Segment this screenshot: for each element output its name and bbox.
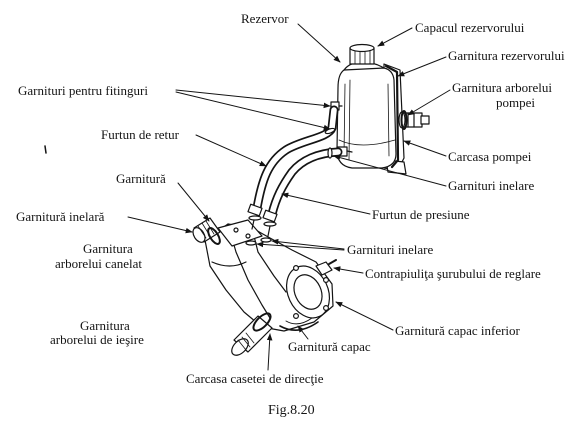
leader-garnitura-rezervorului xyxy=(397,56,447,77)
leader-garnitura-capac-inferior xyxy=(335,301,394,331)
output-shaft-seal xyxy=(252,312,272,332)
output-shaft xyxy=(231,315,273,356)
label-garnitura-arborelui-canelat-line2: arborelui canelat xyxy=(55,256,142,271)
leader-capacul-rezervorului xyxy=(377,27,413,47)
steering-gear-box xyxy=(192,203,337,356)
housing-rib-2 xyxy=(251,227,287,293)
label-furtun-de-presiune: Furtun de presiune xyxy=(372,207,470,222)
leader-garnituri-fitinguri-a xyxy=(175,89,331,109)
input-shaft-ring-seal xyxy=(207,227,221,245)
label-garnituri-inelare-caseta: Garnituri inelare xyxy=(347,242,434,257)
label-garnitura-rezervorului: Garnitura rezervorului xyxy=(448,48,565,63)
label-garnitura-arborelui-canelat-line1: Garnitura xyxy=(83,241,133,256)
label-carcasa-pompei: Carcasa pompei xyxy=(448,149,532,164)
label-garnitura-arborelui-de-iesire-line1: Garnitura xyxy=(80,318,130,333)
label-garnitura-arborelui-de-iesire-line2: arborelui de ieşire xyxy=(50,332,144,347)
label-garnituri-inelare-pompa: Garnituri inelare xyxy=(448,178,535,193)
box-hose-fittings xyxy=(247,203,278,237)
return-hose-core xyxy=(254,107,337,211)
adjusting-screw-locknut xyxy=(315,259,337,276)
label-garnitura-inelara: Garnitură inelară xyxy=(16,209,105,224)
return-hose-outline xyxy=(252,105,339,213)
bottom-cover-gasket xyxy=(285,317,313,325)
leader-garnituri-inelare-caseta-a xyxy=(271,238,345,250)
label-garnitura-arborelui-pompei-line2: pompei xyxy=(496,95,535,110)
leader-garnituri-fitinguri-b xyxy=(175,91,331,131)
leader-carcasa-pompei xyxy=(403,140,447,157)
label-carcasa-casetei-de-directie: Carcasa casetei de direcţie xyxy=(186,371,324,386)
leader-garnituri-inelare-pompa xyxy=(333,154,447,187)
pressure-hose xyxy=(267,147,343,219)
leader-contrapiulita xyxy=(333,266,364,274)
pressure-hose-core xyxy=(269,149,341,217)
box-ring-seals xyxy=(245,237,272,246)
housing-rib-3 xyxy=(211,261,247,267)
leader-lines xyxy=(127,23,451,371)
leader-garnitura xyxy=(177,182,210,222)
return-hose xyxy=(252,105,339,213)
reservoir-gasket xyxy=(384,64,400,169)
label-garnitura-arborelui-pompei-line1: Garnitura arborelui xyxy=(452,80,552,95)
leader-carcasa-casetei xyxy=(266,333,273,371)
leader-garnitura-inelara xyxy=(127,216,193,234)
leader-garnitura-capac xyxy=(297,325,309,340)
hose-ring-seals-top xyxy=(324,127,336,159)
side-cover xyxy=(285,265,331,320)
leader-furtun-de-presiune xyxy=(281,192,371,215)
valve-body-bolts xyxy=(233,227,251,239)
label-garnitura-capac: Garnitură capac xyxy=(288,339,371,354)
label-furtun-de-retur: Furtun de retur xyxy=(101,127,179,142)
label-capacul-rezervorului: Capacul rezervorului xyxy=(415,20,525,35)
figure-caption: Fig.8.20 xyxy=(268,403,315,418)
label-garnitura: Garnitură xyxy=(116,171,166,186)
label-contrapiulita: Contrapiuliţa şurubului de reglare xyxy=(365,266,541,281)
valve-body xyxy=(217,219,263,247)
reservoir-cap xyxy=(349,43,375,65)
label-garnituri-pentru-fitinguri: Garnituri pentru fitinguri xyxy=(18,83,148,98)
scan-mark xyxy=(44,145,47,154)
leader-garnituri-inelare-caseta-b xyxy=(256,241,345,251)
label-rezervor: Rezervor xyxy=(241,11,289,26)
reservoir-shading xyxy=(338,79,396,161)
leader-garnitura-arborelui-pompei xyxy=(407,89,451,116)
pump-shaft-seal xyxy=(400,110,408,130)
pump-shaft xyxy=(398,111,430,129)
pump-reservoir-assembly xyxy=(330,43,430,175)
leader-furtun-de-retur xyxy=(195,134,267,167)
leader-rezervor xyxy=(297,23,341,63)
label-garnitura-capac-inferior: Garnitură capac inferior xyxy=(395,323,520,338)
